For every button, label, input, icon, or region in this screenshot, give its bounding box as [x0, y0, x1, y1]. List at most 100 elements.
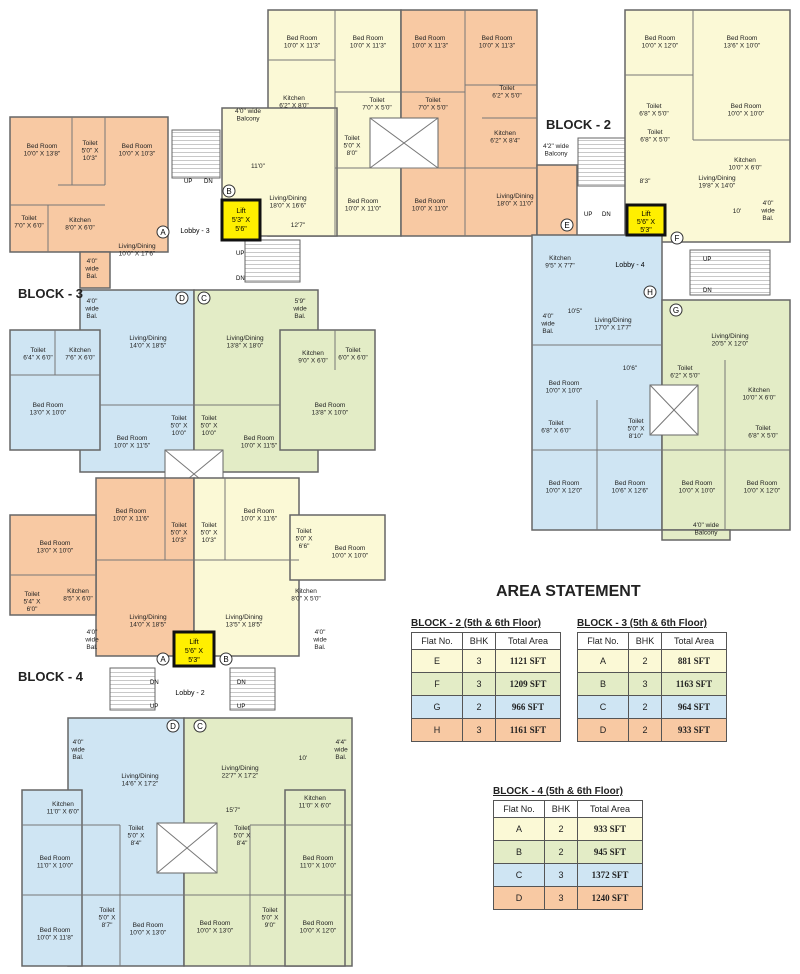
room-label-line: 10'0" X 12'0": [546, 488, 583, 495]
svg-text:C: C: [197, 722, 203, 731]
room-label-line: 10'0" X 11'3": [479, 43, 516, 50]
cell-bhk: 2: [462, 695, 496, 719]
svg-text:B: B: [223, 655, 228, 664]
room-label-line: 10'3": [172, 537, 187, 544]
room-label-line: 10'0" X 11'6": [241, 516, 278, 523]
cell-area: 1161 SFT: [495, 718, 561, 742]
room-label-line: Living/Dining: [129, 335, 167, 342]
svg-text:H: H: [647, 288, 653, 297]
room-label-line: 5'0" X: [201, 530, 219, 537]
room-label-line: Living/Dining: [225, 614, 263, 621]
room-label-line: 10'0" X 11'5": [114, 443, 151, 450]
cell-bhk: 2: [628, 695, 662, 719]
svg-text:A: A: [160, 228, 166, 237]
room-label-line: 19'8" X 14'0": [699, 183, 736, 190]
block-4-area-table: BLOCK - 4 (5th & 6th Floor) Flat No. BHK…: [493, 786, 643, 910]
room-label-line: Bed Room: [27, 143, 58, 150]
room-label-line: Kitchen: [748, 387, 770, 394]
room-label-line: 4'2" wide: [543, 143, 569, 150]
area-statement-title: AREA STATEMENT: [496, 583, 641, 600]
block-3-title: BLOCK - 3: [18, 286, 83, 301]
room-label-b2h-dim: 10'5": [568, 308, 583, 315]
room-label-line: 10'0" X 10'0": [728, 111, 765, 118]
cell-area: 964 SFT: [661, 695, 727, 719]
room-label-line: 4'0": [87, 298, 98, 305]
flat-marker-b3-a: A: [156, 225, 170, 239]
room-label-b3top-dim1: 11'0": [251, 163, 266, 170]
svg-text:5'3": 5'3": [640, 227, 652, 234]
room-label-line: 10'0": [202, 430, 217, 437]
room-label-line: Kitchen: [69, 347, 91, 354]
room-label-line: 9'0" X 6'0": [298, 358, 328, 365]
room-label-line: Bal.: [335, 754, 346, 761]
room-label-line: Kitchen: [494, 130, 516, 137]
room-label-line: 10'5": [568, 308, 583, 315]
room-label-b2h-dim2: 10'6": [623, 365, 638, 372]
room-label-line: 10'0" X 11'3": [284, 43, 321, 50]
room-label-line: Bed Room: [731, 103, 762, 110]
room-label-line: 14'0" X 18'5": [130, 343, 167, 350]
room-label-line: Bed Room: [645, 35, 676, 42]
block4-upper-flats: [9, 477, 386, 657]
cell-flat: D: [493, 886, 545, 910]
room-label-line: 4'0" wide: [693, 522, 719, 529]
room-label-line: Bed Room: [122, 143, 153, 150]
room-label-line: Toilet: [677, 365, 692, 372]
room-label-line: Bal.: [86, 644, 97, 651]
room-label-line: Living/Dining: [594, 317, 632, 324]
room-label-line: Toilet: [755, 425, 770, 432]
stair-up-label: UP: [703, 257, 711, 263]
cell-bhk: 3: [628, 672, 662, 696]
room-label-line: 10'0" X 11'6": [113, 516, 150, 523]
flat-marker-b4-d: D: [166, 719, 180, 733]
svg-text:5'6" X: 5'6" X: [185, 648, 204, 655]
col-header: Total Area: [577, 800, 643, 818]
room-label-line: Bed Room: [747, 480, 778, 487]
room-label-line: Bed Room: [287, 35, 318, 42]
room-label-line: 5'0" X: [201, 423, 219, 430]
cell-area: 1163 SFT: [661, 672, 727, 696]
room-label-line: 5'0" X: [171, 530, 189, 537]
stair-up-label: UP: [236, 251, 244, 257]
flat-markers: A B D C E F H G A B D C: [156, 184, 684, 733]
room-label-line: Bed Room: [335, 545, 366, 552]
cell-area: 966 SFT: [495, 695, 561, 719]
room-label-line: 10'0" X 17'6": [119, 251, 156, 258]
room-label-line: 8'4": [237, 840, 248, 847]
room-label-line: Bed Room: [415, 35, 446, 42]
cell-area: 933 SFT: [577, 817, 643, 841]
svg-text:B: B: [226, 187, 231, 196]
cell-bhk: 3: [462, 672, 496, 696]
room-label-line: 22'7" X 17'2": [222, 773, 259, 780]
room-label-line: Bal.: [314, 644, 325, 651]
col-header: BHK: [628, 632, 662, 650]
cell-area: 1121 SFT: [495, 649, 561, 673]
room-label-line: Bed Room: [549, 380, 580, 387]
cell-bhk: 2: [628, 718, 662, 742]
room-label-line: Bed Room: [682, 480, 713, 487]
room-label-line: wide: [292, 306, 307, 313]
flat-marker-b4-b: B: [219, 652, 233, 666]
lobby-4-label: Lobby - 4: [615, 262, 644, 269]
room-label-line: Kitchen: [69, 217, 91, 224]
